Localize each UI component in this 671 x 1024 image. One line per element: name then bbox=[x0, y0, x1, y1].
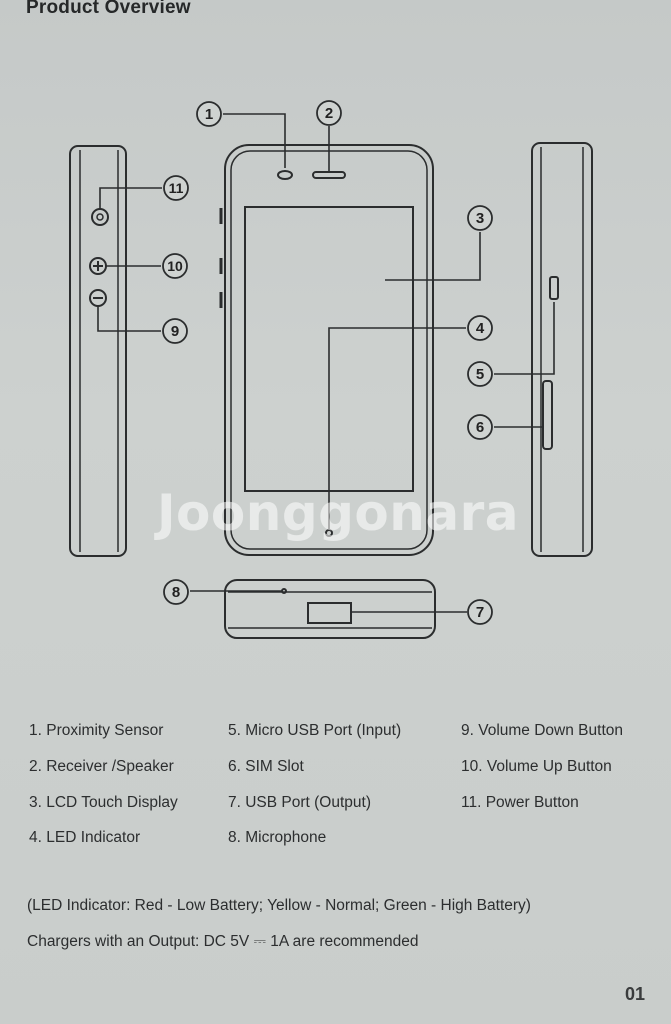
callout-2: 2 bbox=[325, 105, 333, 122]
micro-usb-port bbox=[549, 276, 559, 300]
power-button-icon bbox=[91, 208, 109, 226]
legend-item: 3. LCD Touch Display bbox=[29, 794, 178, 811]
right-side-view bbox=[531, 142, 593, 557]
legend-item: 11. Power Button bbox=[461, 794, 579, 811]
page-title: Product Overview bbox=[26, 0, 191, 18]
sim-slot bbox=[542, 380, 553, 450]
legend-item: 8. Microphone bbox=[228, 829, 327, 846]
product-diagram: 1 2 3 4 5 6 7 8 9 10 11 Joonggonara bbox=[69, 100, 593, 639]
legend-item: 1. Proximity Sensor bbox=[29, 722, 164, 739]
usb-port bbox=[307, 602, 352, 624]
receiver-speaker bbox=[312, 171, 346, 179]
bottom-view bbox=[224, 579, 436, 639]
callout-9: 9 bbox=[171, 323, 179, 340]
callout-1: 1 bbox=[205, 106, 213, 123]
callout-5: 5 bbox=[476, 366, 484, 383]
legend-item: 2. Receiver /Speaker bbox=[29, 758, 174, 775]
legend-item: 4. LED Indicator bbox=[29, 829, 141, 846]
legend-item: 7. USB Port (Output) bbox=[228, 794, 371, 811]
led-indicator-note: (LED Indicator: Red - Low Battery; Yello… bbox=[27, 897, 531, 914]
microphone bbox=[281, 588, 287, 594]
legend-item: 5. Micro USB Port (Input) bbox=[228, 722, 402, 739]
callout-8: 8 bbox=[172, 584, 180, 601]
watermark: Joonggonara bbox=[154, 484, 519, 542]
proximity-sensor bbox=[277, 170, 293, 180]
callout-10: 10 bbox=[167, 258, 183, 274]
legend-item: 10. Volume Up Button bbox=[461, 758, 612, 775]
legend-item: 9. Volume Down Button bbox=[461, 722, 623, 739]
callout-3: 3 bbox=[476, 210, 484, 227]
charger-note: Chargers with an Output: DC 5V ⎓ 1A are … bbox=[27, 933, 419, 950]
left-side-view bbox=[69, 145, 127, 557]
legend-item: 6. SIM Slot bbox=[228, 758, 304, 775]
callout-11: 11 bbox=[169, 180, 184, 196]
page-number: 01 bbox=[625, 984, 646, 1004]
callout-4: 4 bbox=[476, 320, 485, 337]
callout-7: 7 bbox=[476, 604, 484, 621]
callout-6: 6 bbox=[476, 419, 484, 436]
